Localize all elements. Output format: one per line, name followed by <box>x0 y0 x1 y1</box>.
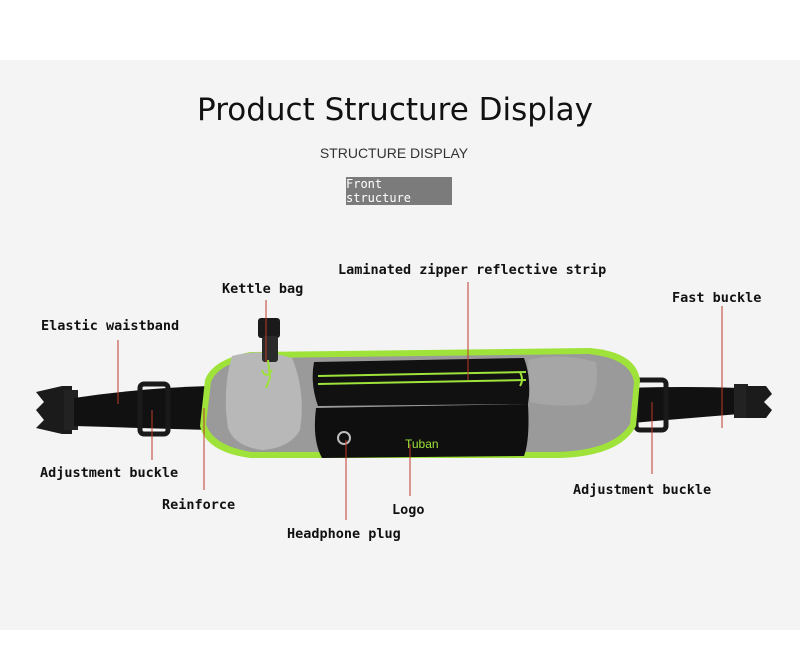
front-panel <box>314 404 529 458</box>
bottom-strip <box>0 630 800 652</box>
right-fast-buckle <box>734 384 772 418</box>
label-fast-buckle: Fast buckle <box>672 290 762 306</box>
headphone-plug-icon <box>337 431 351 445</box>
bottle-cap <box>258 318 280 338</box>
product-logo: Tuban <box>405 437 439 451</box>
left-adjustment-buckle <box>137 381 171 437</box>
side-pocket <box>528 356 597 406</box>
label-adjustment-buckle-right: Adjustment buckle <box>573 482 712 498</box>
background-panel <box>0 60 800 630</box>
label-elastic-waistband: Elastic waistband <box>41 318 180 334</box>
page-title: Product Structure Display <box>197 92 593 128</box>
front-structure-tag: Front structure <box>346 177 452 205</box>
runner-emblem-icon <box>261 359 273 389</box>
label-adjustment-buckle-left: Adjustment buckle <box>40 465 179 481</box>
label-laminated-zipper: Laminated zipper reflective strip <box>338 262 607 278</box>
label-kettle-bag: Kettle bag <box>222 281 304 297</box>
label-reinforce: Reinforce <box>162 497 236 513</box>
kettle-bag-pocket <box>225 352 302 450</box>
left-fast-buckle <box>36 386 78 434</box>
label-headphone-plug: Headphone plug <box>287 526 401 542</box>
right-strap <box>620 387 740 424</box>
page-subtitle: STRUCTURE DISPLAY <box>319 145 469 161</box>
label-logo: Logo <box>392 502 425 518</box>
leader-lines <box>117 282 723 520</box>
